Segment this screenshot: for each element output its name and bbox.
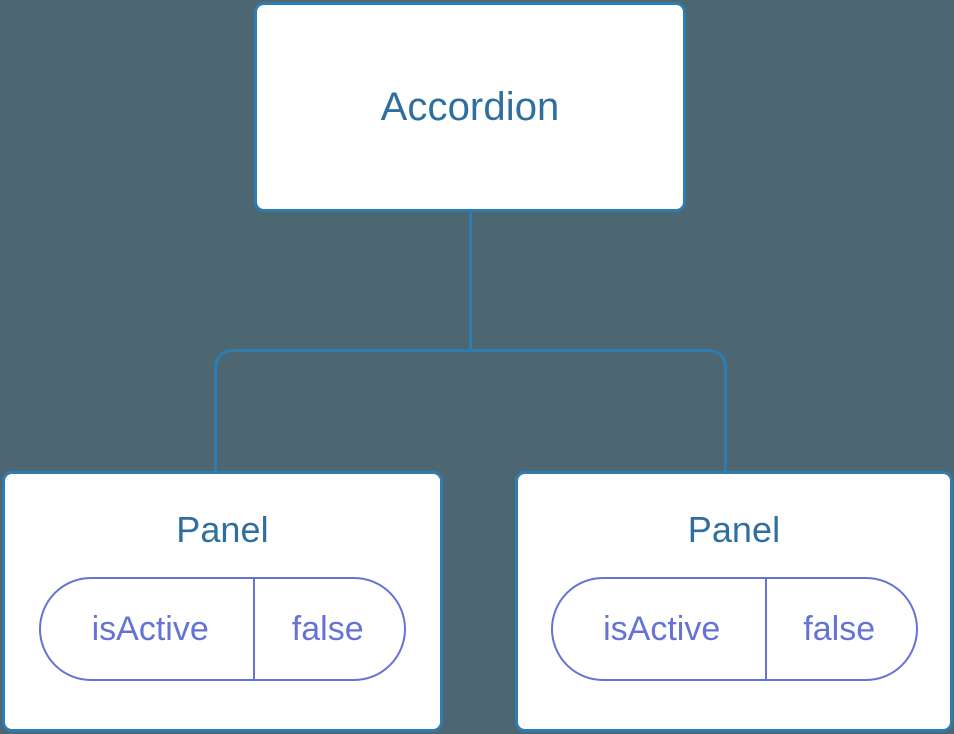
node-accordion[interactable]: Accordion <box>254 2 686 212</box>
node-panel-1-title: Panel <box>176 509 269 550</box>
node-panel-1-prop-value: false <box>253 579 404 679</box>
node-panel-2-prop-pill[interactable]: isActive false <box>550 577 918 681</box>
node-panel-1[interactable]: Panel isActive false <box>2 471 443 732</box>
node-panel-2-title: Panel <box>687 509 781 550</box>
node-panel-1-prop-key: isActive <box>91 610 209 648</box>
node-panel-2-prop-value: false <box>764 579 916 679</box>
node-panel-2-prop-key: isActive <box>603 610 721 648</box>
node-panel-1-prop-pill[interactable]: isActive false <box>39 577 406 681</box>
node-accordion-title: Accordion <box>380 85 560 129</box>
edge-to-panel-2 <box>470 349 727 473</box>
edge-to-panel-1 <box>214 349 471 473</box>
node-panel-2[interactable]: Panel isActive false <box>515 471 953 732</box>
